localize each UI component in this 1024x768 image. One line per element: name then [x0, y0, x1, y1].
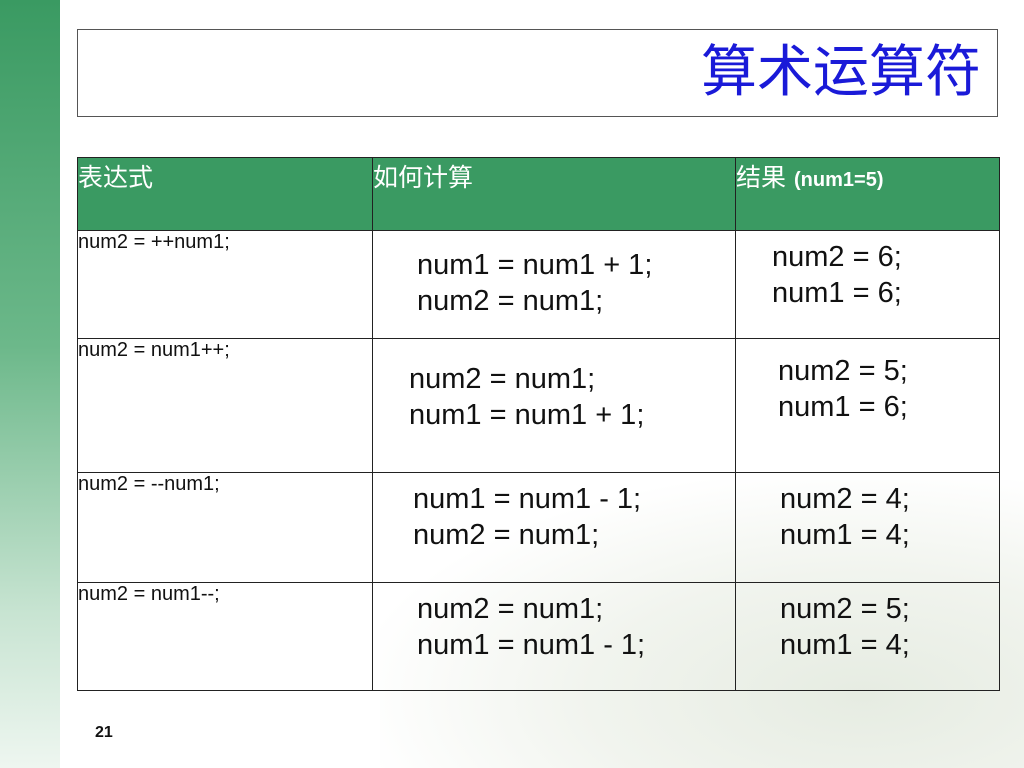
calc-line: num1 = num1 + 1; — [417, 249, 653, 282]
header-result-label: 结果 — [736, 163, 787, 192]
header-result-note: (num1=5) — [794, 169, 884, 191]
table-row: num2 = num1--; num2 = num1; num1 = num1 … — [77, 581, 1000, 692]
table-row: num2 = num1++; num2 = num1; num1 = num1 … — [77, 337, 1000, 474]
header-how-to-compute: 如何计算 — [372, 156, 736, 232]
result-line: num2 = 6; — [772, 241, 902, 274]
calc-cell: num1 = num1 - 1; num2 = num1; — [372, 472, 736, 583]
calc-line: num2 = num1; — [413, 519, 600, 552]
title-box: 算术运算符 — [77, 29, 998, 117]
calc-line: num2 = num1; — [417, 592, 604, 625]
calc-line: num1 = num1 - 1; — [413, 483, 642, 516]
result-cell: num2 = 5; num1 = 6; — [735, 337, 1000, 474]
result-line: num2 = 5; — [778, 354, 908, 387]
header-expression: 表达式 — [77, 156, 373, 232]
result-line: num2 = 5; — [780, 592, 910, 625]
result-line: num1 = 4; — [780, 628, 910, 661]
expression-cell: num2 = ++num1; — [77, 230, 373, 339]
side-decoration-bar — [0, 0, 60, 768]
result-cell: num2 = 6; num1 = 6; — [735, 230, 1000, 339]
result-line: num1 = 4; — [780, 519, 910, 552]
calc-line: num2 = num1; — [417, 285, 604, 318]
calc-line: num1 = num1 - 1; — [417, 628, 646, 661]
slide-title: 算术运算符 — [701, 40, 981, 105]
result-cell: num2 = 5; num1 = 4; — [735, 581, 1000, 692]
operators-table: 表达式 如何计算 结果 (num1=5) num2 = ++num1; num1 … — [77, 156, 1000, 692]
expression-cell: num2 = --num1; — [77, 472, 373, 583]
calc-line: num1 = num1 + 1; — [409, 398, 645, 431]
calc-cell: num2 = num1; num1 = num1 + 1; — [372, 337, 736, 474]
expression-cell: num2 = num1--; — [77, 581, 373, 692]
table-row: num2 = --num1; num1 = num1 - 1; num2 = n… — [77, 472, 1000, 583]
calc-cell: num2 = num1; num1 = num1 - 1; — [372, 581, 736, 692]
result-line: num1 = 6; — [778, 390, 908, 423]
table-header-row: 表达式 如何计算 结果 (num1=5) — [77, 156, 1000, 232]
result-line: num1 = 6; — [772, 277, 902, 310]
result-line: num2 = 4; — [780, 483, 910, 516]
page-number: 21 — [95, 724, 113, 741]
calc-cell: num1 = num1 + 1; num2 = num1; — [372, 230, 736, 339]
expression-cell: num2 = num1++; — [77, 337, 373, 474]
calc-line: num2 = num1; — [409, 362, 596, 395]
result-cell: num2 = 4; num1 = 4; — [735, 472, 1000, 583]
table-row: num2 = ++num1; num1 = num1 + 1; num2 = n… — [77, 230, 1000, 339]
header-result: 结果 (num1=5) — [735, 156, 1000, 232]
